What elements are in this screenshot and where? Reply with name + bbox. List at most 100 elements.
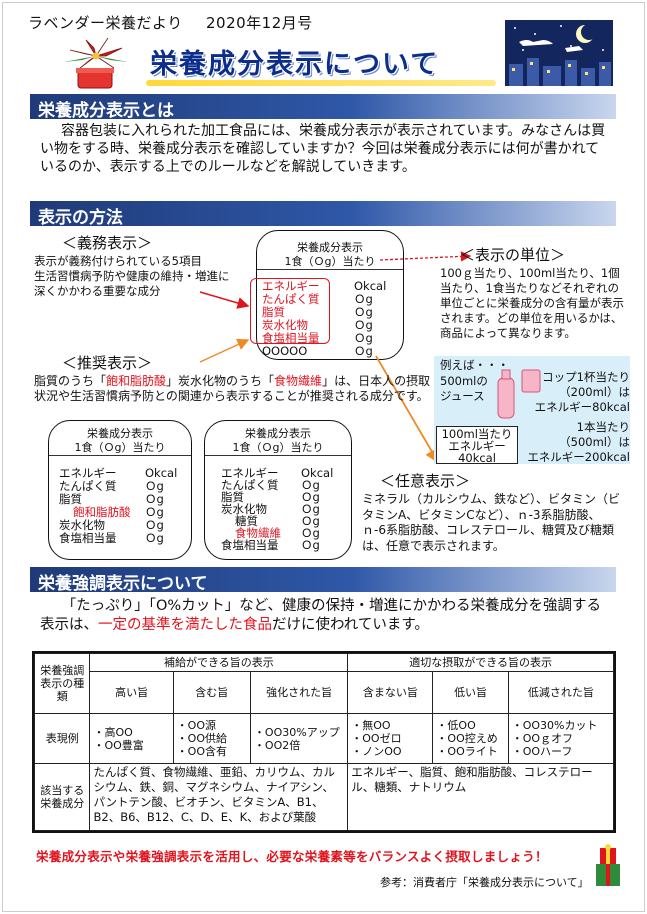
col-contains: 含む旨 [172, 671, 251, 714]
label-a-row-salt: 食塩相当量 [59, 531, 117, 545]
recommended-text-c: 」は、日本人の摂取状況や生活習慣病予防との関連から表示することが推奨される成分で… [34, 374, 431, 403]
mandatory-desc: 表示が義務付けられている5項目 生活習慣病予防や健康の維持・増進に 深くかかわる… [34, 254, 264, 299]
label-b-row-fiber: 食物繊維 [235, 526, 281, 540]
unit-title: ＜表示の単位＞ [460, 246, 566, 264]
emphasis-criteria: 一定の基準を満たした食品 [98, 617, 272, 633]
recommended-title: ＜推奨表示＞ [62, 354, 153, 372]
table-group-limit: 適切な摂取ができる旨の表示 [347, 653, 614, 672]
per100ml-box: 100ml当たり エネルギー 40kcal [436, 426, 518, 464]
mandatory-desc-line3: 深くかかわる重要な成分 [34, 284, 161, 298]
main-row-carb-value: Ｏg [354, 318, 373, 332]
mandatory-desc-line2: 生活習慣病予防や健康の維持・増進に [34, 269, 230, 283]
example-cup-energy: エネルギー80kcal [534, 400, 630, 414]
per100-line3: 40kcal [458, 451, 496, 465]
per100-line1: 100ml当たり [441, 427, 513, 441]
closing-message: 栄養成分表示や栄養強調表示を活用し、必要な栄養素等をバランスよく摂取しましょう！ [36, 849, 548, 864]
label-b-row-fat-value: Ｏg [301, 490, 320, 504]
table-examples-row: 表現例 ・高OO ・OO豊富 ・OO源 ・OO供給 ・OO含有 ・OO30%アッ… [33, 713, 615, 764]
label-b-serving: 1食（Ｏg）当たり [205, 441, 351, 456]
example-reduced: ・OO30%カット ・OOｇオフ ・OOハーフ [507, 713, 615, 764]
example-enhanced: ・OO30%アップ ・OO2倍 [249, 713, 349, 764]
label-b-row-carb: 炭水化物 [221, 502, 267, 516]
table-nutrients-row: 該当する栄養成分 たんぱく質、食物繊維、亜鉛、カリウム、カルシウム、鉄、銅、マグ… [33, 763, 614, 831]
main-row-other: OOOOO [262, 344, 308, 358]
example-free: ・無OO ・OOゼロ ・ノンOO [347, 713, 434, 764]
reference-note: 参考：消費者庁「栄養成分表示について」 [380, 876, 589, 889]
label-b-title: 栄養成分表示 [245, 427, 311, 440]
emphasis-table-frame: 栄養強調表示の種類 補給ができる旨の表示 適切な摂取ができる旨の表示 高い旨 含… [32, 651, 616, 833]
label-b-row-salt-value: Ｏg [301, 538, 320, 552]
santa-sleigh-night-illustration [505, 20, 613, 86]
title-underline [146, 80, 496, 86]
main-row-protein: たんぱく質 [262, 292, 320, 306]
main-row-energy-value: Okcal [354, 279, 387, 293]
page-title: 栄養成分表示について [150, 49, 440, 80]
main-row-protein-value: Ｏg [354, 292, 373, 306]
label-b-row-energy-value: Okcal [301, 466, 334, 480]
main-row-energy: エネルギー [262, 279, 320, 293]
example-lead: 例えば・・・ [440, 358, 509, 372]
col-enhanced: 強化された旨 [249, 671, 349, 714]
example-bottle: 1本当たり （500ml）は エネルギー200kcal [522, 420, 630, 465]
label-a-row-protein: たんぱく質 [59, 479, 117, 493]
main-row-carb: 炭水化物 [262, 318, 308, 332]
label-b-row-energy: エネルギー [221, 466, 279, 480]
emphasis-text-a: 「たっぷり」「O%カット」など、健康の保持・増進にかかわる栄養成分を強調する表示… [40, 598, 601, 633]
nutrients-label: 該当する栄養成分 [33, 763, 91, 831]
main-row-fat-value: Ｏg [354, 305, 373, 319]
label-b-row-sugar-value: Ｏg [301, 514, 320, 528]
table-header-row: 高い旨 含む旨 強化された旨 含まない旨 低い旨 低減された旨 [35, 671, 615, 714]
col-free: 含まない旨 [347, 671, 434, 714]
label-b-row-protein-value: Ｏg [301, 478, 320, 492]
label-b-dietary-fiber: 栄養成分表示 1食（Ｏg）当たり エネルギー Okcal たんぱく質 Ｏg 脂質… [204, 420, 352, 560]
intro-paragraph: 容器包装に入れられた加工食品には、栄養成分表示が表示されています。みなさんは買い… [40, 123, 606, 175]
recommended-arrow [199, 338, 250, 363]
unit-arrow [379, 251, 472, 262]
label-a-title: 栄養成分表示 [87, 427, 153, 440]
optional-desc: ミネラル（カルシウム、鉄など）、ビタミン（ビタミンA、ビタミンCなど）、ｎ-3系… [362, 492, 621, 553]
unit-desc: 100ｇ当たり、100ml当たり、1個当たり、1食当たりなどそれぞれの単位ごとに… [440, 266, 624, 340]
bottle-line3: エネルギー200kcal [527, 450, 630, 464]
label-a-serving: 1食（Ｏg）当たり [49, 441, 191, 456]
section-heading-display-method: 表示の方法 [30, 201, 616, 228]
label-a-row-carb: 炭水化物 [59, 518, 105, 532]
poinsettia-illustration [64, 37, 128, 89]
bottle-line2: （500ml）は [559, 435, 630, 449]
juice-bottle-and-cup-illustration [497, 369, 541, 419]
nutrients-limit: エネルギー、脂質、飽和脂肪酸、コレステロール、糖類、ナトリウム [347, 763, 614, 831]
label-a-row-saturated-value: Ｏg [145, 505, 164, 519]
per100-line2: エネルギー [448, 439, 506, 453]
recommended-desc: 脂質のうち「飽和脂肪酸」炭水化物のうち「食物繊維」は、日本人の摂取状況や生活習慣… [34, 374, 432, 404]
main-label-title: 栄養成分表示 [297, 241, 363, 254]
label-a-row-salt-value: Ｏg [145, 531, 164, 545]
optional-title: ＜任意表示＞ [380, 472, 471, 490]
main-row-other-value: Ｏg [354, 344, 373, 358]
mandatory-desc-line1: 表示が義務付けられている5項目 [34, 254, 202, 268]
example-juice: 500mlの ジュース [440, 374, 488, 403]
gift-boxes-illustration [596, 844, 620, 886]
label-a-row-protein-value: Ｏg [145, 479, 164, 493]
recommended-saturated-fat: 飽和脂肪酸 [106, 374, 167, 388]
section-heading-emphasis: 栄養強調表示について [30, 567, 616, 594]
main-row-salt-value: Ｏg [354, 331, 373, 345]
bottle-line1: 1本当たり [576, 420, 630, 434]
main-row-salt: 食塩相当量 [262, 331, 320, 345]
nutrients-supply: たんぱく質、食物繊維、亜鉛、カリウム、カルシウム、鉄、銅、マグネシウム、ナイアシ… [89, 763, 349, 831]
label-a-row-fat-value: Ｏg [145, 492, 164, 506]
section-heading-what-is: 栄養成分表示とは [30, 94, 616, 121]
example-high: ・高OO ・OO豊富 [89, 713, 174, 764]
main-label-serving: 1食（Ｏg）当たり [257, 255, 403, 270]
optional-arrow [375, 355, 439, 464]
issue-date: 2020年12月号 [205, 14, 313, 32]
example-cup: コップ1杯当たり （200ml）は [542, 370, 630, 399]
label-a-row-saturated: 飽和脂肪酸 [73, 505, 131, 519]
emphasis-table: 栄養強調表示の種類 補給ができる旨の表示 適切な摂取ができる旨の表示 高い旨 含… [33, 653, 615, 831]
label-b-row-sugar: 糖質 [235, 514, 258, 528]
main-nutrition-label: 栄養成分表示 1食（Ｏg）当たり [256, 230, 404, 360]
mandatory-items-highlight [250, 278, 330, 344]
mandatory-title: ＜義務表示＞ [62, 234, 153, 252]
emphasis-text-b: だけに使われています。 [272, 617, 429, 633]
recommended-fiber: 食物繊維 [274, 374, 323, 388]
